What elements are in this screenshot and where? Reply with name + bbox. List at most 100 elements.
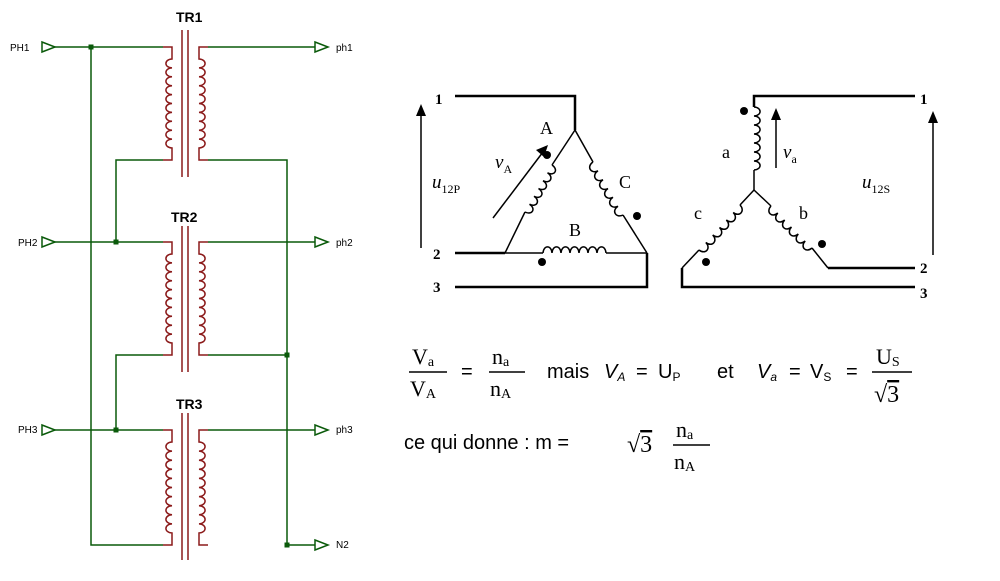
equals-3: = [789, 361, 801, 383]
ph2-output-label: ph2 [336, 238, 353, 249]
ce-qui-donne-text: ce qui donne : m = [404, 432, 569, 454]
wiring [43, 46, 315, 546]
star-terminal-1: 1 [920, 92, 928, 108]
star-terminal-2: 2 [920, 261, 928, 277]
m-denominator: nA [674, 449, 696, 475]
frac2-numerator: na [492, 344, 510, 370]
ph3-input-arrow [41, 423, 58, 437]
tr2-primary-winding [163, 241, 173, 356]
u12p-arrow-head [416, 104, 426, 116]
equals-1: = [461, 361, 473, 383]
winding-label-sb: b [799, 203, 808, 223]
star-terminal-3: 3 [920, 286, 928, 302]
winding-label-sa: a [722, 142, 730, 162]
tr1-secondary-winding [198, 46, 208, 161]
va-star-label: va [783, 142, 797, 166]
ph1-output-label: ph1 [336, 43, 353, 54]
polarity-dot-sc [702, 258, 710, 266]
star-secondary-diagram: a b c va u12S 1 2 3 [680, 92, 938, 302]
tr2-tr3-link [115, 354, 163, 430]
sqrt3-factor: √3 [627, 432, 652, 458]
junction-nodes [88, 44, 290, 548]
u12s-label: u12S [862, 172, 890, 196]
tr2-secondary-winding [198, 241, 208, 356]
delta-terminal-1: 1 [435, 92, 443, 108]
winding-sb-coil [768, 205, 813, 251]
ph3-input-label: PH3 [18, 425, 38, 436]
delta-lead-c-top [574, 129, 594, 163]
frac2-denominator: nA [490, 376, 512, 402]
mais-text: mais [547, 361, 589, 383]
m-numerator: na [676, 417, 694, 443]
junction-node-4 [284, 352, 290, 358]
delta-lead-a-top [551, 129, 576, 166]
tr1-label: TR1 [176, 9, 203, 25]
ph3-output-label: ph3 [336, 425, 353, 436]
winding-label-a: A [540, 118, 553, 138]
winding-label-c: C [619, 172, 631, 192]
ph2-input-label: PH2 [18, 238, 38, 249]
star-lead-c-top [739, 189, 755, 206]
transformer-schematic: TR1 TR2 TR3 PH1 PH2 PH3 ph1 ph2 ph3 N2 [10, 9, 353, 560]
winding-label-b: B [569, 220, 581, 240]
equals-2: = [636, 361, 648, 383]
delta-lead-a-bottom [504, 211, 526, 254]
winding-a-coil [524, 164, 557, 214]
ph1-output-arrow [314, 40, 331, 54]
ph3-output-arrow [314, 423, 331, 437]
u12s-arrow-head [928, 111, 938, 123]
delta-line-1 [455, 94, 577, 130]
sqrt3-denominator: √3 [874, 382, 899, 408]
va-delta-label: vA [495, 152, 512, 176]
windings [163, 30, 208, 560]
VS-symbol: VS [810, 361, 831, 384]
et-text: et [717, 361, 734, 383]
star-line-3 [680, 268, 915, 289]
delta-primary-diagram: 1 2 3 A B C u12P vA [416, 92, 649, 296]
winding-sc-coil [698, 204, 743, 253]
junction-node-2 [113, 239, 119, 245]
tr1-tr2-link [115, 159, 163, 242]
primary-neutral-bus [90, 47, 163, 546]
n2-output-label: N2 [336, 540, 349, 551]
star-lead-b-top [753, 189, 772, 207]
junction-node-5 [284, 542, 290, 548]
star-line-1 [752, 94, 915, 107]
polarity-dot-b [538, 258, 546, 266]
star-lead-c-bottom [681, 249, 700, 269]
ph1-input-arrow [41, 40, 58, 54]
polarity-dot-sa [740, 107, 748, 115]
delta-line-3 [455, 253, 649, 289]
winding-label-sc: c [694, 203, 702, 223]
va-star-arrow-head [771, 108, 781, 120]
n2-output-arrow [314, 538, 331, 552]
polarity-dot-c [633, 212, 641, 220]
delta-terminal-3: 3 [433, 280, 441, 296]
u12p-label: u12P [432, 172, 461, 196]
tr3-secondary-winding [198, 429, 208, 546]
VA-symbol: VA [604, 361, 625, 384]
winding-sa-coil [753, 106, 761, 171]
ph1-input-label: PH1 [10, 43, 30, 54]
equals-4: = [846, 361, 858, 383]
winding-c-coil [588, 161, 624, 217]
ph2-input-arrow [41, 235, 58, 249]
frac3-numerator: US [876, 344, 900, 370]
Va-symbol: Va [757, 361, 777, 384]
tr1-primary-winding [163, 46, 173, 161]
junction-node-1 [88, 44, 94, 50]
winding-b-coil [542, 246, 607, 254]
tr3-label: TR3 [176, 396, 203, 412]
terminal-arrows [41, 40, 331, 552]
frac1-denominator: VA [410, 376, 437, 402]
formula-ratio: Va VA = na nA mais VA = UP et Va = VS = … [409, 344, 912, 408]
polarity-dot-sb [818, 240, 826, 248]
tr2-label: TR2 [171, 209, 198, 225]
UP-symbol: UP [658, 361, 680, 384]
frac1-numerator: Va [412, 344, 435, 370]
tr3-primary-winding [163, 429, 173, 546]
star-lead-b-bottom [811, 247, 829, 269]
junction-node-3 [113, 427, 119, 433]
delta-lead-c-bottom [622, 214, 648, 254]
secondary-neutral-bus [208, 159, 315, 546]
